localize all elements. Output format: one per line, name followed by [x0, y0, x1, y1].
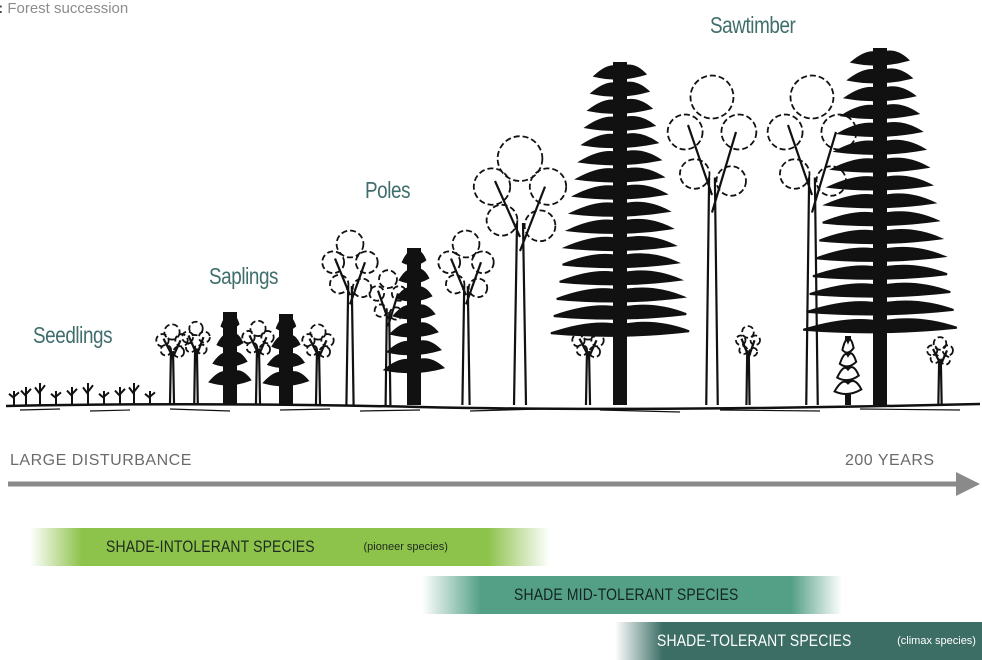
- seedling-icon: [66, 387, 78, 405]
- pine-tree-icon: [262, 314, 310, 405]
- broadleaf-tree-icon: [155, 323, 189, 406]
- timeline-end-label: 200 YEARS: [845, 452, 935, 469]
- broadleaf-tree-icon: [368, 269, 408, 406]
- caption-prefix: l:: [0, 0, 3, 17]
- seedling-icon: [20, 387, 32, 405]
- band-note: (pioneer species): [363, 541, 448, 553]
- stage-label-saplings: Saplings: [209, 263, 279, 289]
- figure-caption: l: Forest succession: [0, 0, 128, 17]
- broadleaf-tree-icon: [301, 323, 335, 406]
- pine-tree-icon: [382, 248, 446, 405]
- broadleaf-tree-icon: [735, 325, 761, 406]
- ground-line: [5, 402, 981, 413]
- seedling-icon: [128, 383, 140, 405]
- seedling-icon: [82, 383, 94, 405]
- pine-tree-icon: [802, 48, 958, 405]
- seedling-icon: [114, 387, 126, 405]
- broadleaf-tree-icon: [321, 229, 379, 406]
- broadleaf-tree-icon: [666, 74, 758, 406]
- seedling-icon: [50, 391, 62, 405]
- broadleaf-tree-icon: [472, 135, 568, 406]
- seedling-icon: [144, 391, 156, 405]
- broadleaf-tree-icon: [437, 229, 495, 406]
- band-label: SHADE-INTOLERANT SPECIES: [106, 537, 315, 556]
- stage-label-seedlings: Seedlings: [33, 322, 113, 348]
- stage-label-poles: Poles: [365, 177, 411, 203]
- band-label: SHADE MID-TOLERANT SPECIES: [514, 585, 739, 604]
- seedling-icon: [8, 391, 20, 405]
- broadleaf-tree-icon: [181, 320, 211, 406]
- pine-tree-icon: [833, 336, 863, 405]
- broadleaf-tree-icon: [241, 319, 275, 406]
- broadleaf-tree-icon: [571, 323, 605, 406]
- band-label: SHADE-TOLERANT SPECIES: [657, 631, 852, 650]
- pine-tree-icon: [550, 62, 690, 405]
- caption-text: Forest succession: [7, 0, 129, 17]
- seedling-icon: [34, 383, 46, 405]
- band-note: (climax species): [897, 635, 976, 647]
- tree-layer: [8, 48, 958, 406]
- timeline-start-label: LARGE DISTURBANCE: [10, 452, 192, 469]
- stage-label-sawtimber: Sawtimber: [710, 12, 796, 38]
- seedling-icon: [98, 391, 110, 405]
- band-shade-mid-tolerant: SHADE MID-TOLERANT SPECIES: [422, 576, 842, 614]
- band-shade-intolerant: SHADE-INTOLERANT SPECIES (pioneer specie…: [30, 528, 550, 566]
- pine-tree-icon: [208, 312, 252, 405]
- broadleaf-tree-icon: [926, 336, 954, 406]
- band-shade-tolerant: SHADE-TOLERANT SPECIES (climax species): [615, 622, 982, 660]
- timeline-arrow: [8, 472, 980, 496]
